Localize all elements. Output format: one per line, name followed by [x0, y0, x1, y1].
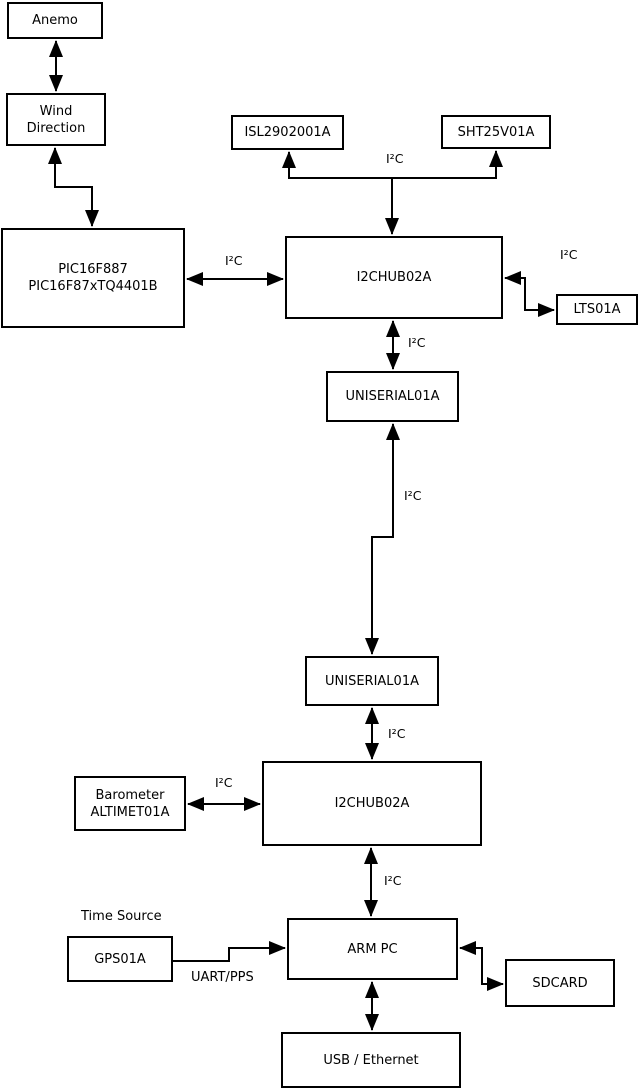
node-wind-direction-label-line2: Direction [26, 120, 86, 136]
node-i2chub02a-top: I2CHUB02A [285, 236, 503, 319]
node-pic16f887: PIC16F887 PIC16F87xTQ4401B [1, 228, 185, 328]
i2c-label-hub-uniserial-top: I²C [408, 335, 426, 350]
node-isl2902001a: ISL2902001A [231, 115, 344, 150]
node-uniserial01a-top-label: UNISERIAL01A [345, 389, 440, 404]
node-uniserial01a-bottom: UNISERIAL01A [305, 656, 439, 706]
node-wind-direction: Wind Direction [6, 93, 106, 146]
edge-armpc-sdcard [459, 941, 504, 991]
node-usb-ethernet-label: USB / Ethernet [323, 1052, 419, 1068]
node-lts01a: LTS01A [556, 294, 638, 325]
node-sdcard-label: SDCARD [532, 975, 588, 991]
i2c-label-uniserial-link: I²C [404, 488, 422, 503]
node-barometer-label-line2: ALTIMET01A [90, 804, 170, 820]
node-gps01a-label: GPS01A [94, 951, 146, 967]
i2c-label-pic-hub: I²C [225, 253, 243, 268]
i2c-label-barometer-hub: I²C [215, 775, 233, 790]
i2c-label-hub-armpc: I²C [384, 873, 402, 888]
uart-pps-label: UART/PPS [191, 970, 254, 985]
node-barometer: Barometer ALTIMET01A [74, 776, 186, 831]
node-uniserial01a-top: UNISERIAL01A [326, 371, 459, 422]
node-barometer-label-line1: Barometer [95, 787, 165, 803]
i2c-label-hub-lts: I²C [560, 247, 578, 262]
node-gps01a: GPS01A [67, 936, 173, 982]
i2c-label-sensor-bus: I²C [386, 151, 404, 166]
node-lts01a-label: LTS01A [573, 302, 621, 317]
node-sdcard: SDCARD [505, 959, 615, 1007]
node-i2chub02a-bottom-label: I2CHUB02A [334, 796, 410, 811]
node-pic16f887-label-line1: PIC16F887 [58, 262, 128, 277]
node-anemo: Anemo [7, 2, 103, 39]
node-wind-direction-label-line1: Wind [39, 103, 73, 119]
node-arm-pc: ARM PC [287, 918, 458, 980]
time-source-label: Time Source [81, 909, 162, 924]
node-anemo-label: Anemo [32, 13, 78, 28]
edge-wind-pic [48, 147, 99, 227]
edge-gps-armpc [173, 941, 286, 962]
i2c-label-uniserial-hub-bottom: I²C [388, 726, 406, 741]
node-sht25v01a: SHT25V01A [441, 115, 551, 149]
edge-i2chub1-lts [504, 271, 555, 317]
node-i2chub02a-bottom: I2CHUB02A [262, 761, 482, 846]
edge-uniserial1-uniserial2 [365, 423, 400, 655]
node-arm-pc-label: ARM PC [347, 941, 398, 957]
node-uniserial01a-bottom-label: UNISERIAL01A [325, 673, 419, 689]
node-i2chub02a-top-label: I2CHUB02A [356, 270, 432, 285]
node-pic16f887-label-line2: PIC16F87xTQ4401B [28, 279, 158, 294]
node-isl2902001a-label: ISL2902001A [244, 125, 331, 140]
node-sht25v01a-label: SHT25V01A [457, 124, 535, 140]
node-usb-ethernet: USB / Ethernet [281, 1032, 461, 1088]
